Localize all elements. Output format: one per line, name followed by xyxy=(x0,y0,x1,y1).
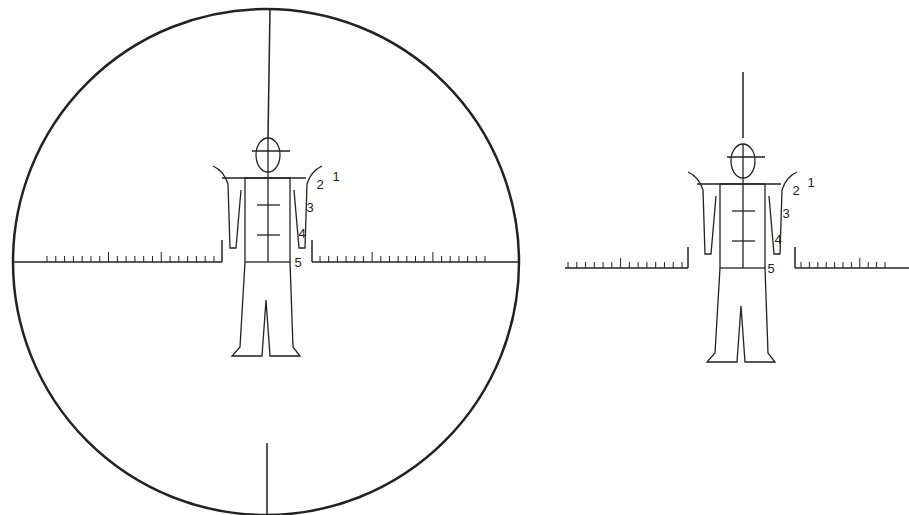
callout-number: 5 xyxy=(767,262,774,275)
left-reticle xyxy=(13,9,519,515)
callout-number: 4 xyxy=(298,227,305,240)
right-reticle xyxy=(565,72,909,362)
callout-number: 2 xyxy=(316,178,323,191)
callout-number: 1 xyxy=(332,170,339,183)
callout-number: 1 xyxy=(807,176,814,189)
callout-number: 3 xyxy=(306,201,313,214)
callout-number: 5 xyxy=(294,256,301,269)
callout-number: 3 xyxy=(782,207,789,220)
callout-number: 4 xyxy=(774,233,781,246)
callout-number: 2 xyxy=(792,184,799,197)
